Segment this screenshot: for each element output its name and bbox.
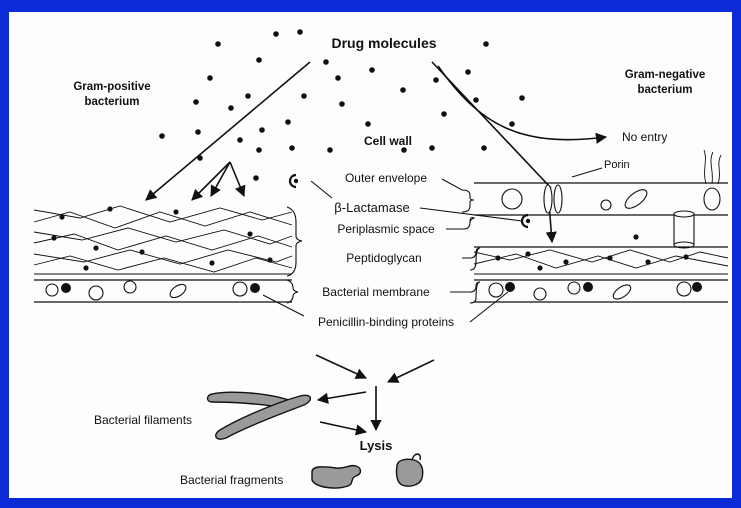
bacterial-filaments-label: Bacterial filaments bbox=[94, 413, 192, 427]
drug-molecule-dot bbox=[365, 121, 371, 127]
gram-positive-label-line1: Gram-positive bbox=[73, 81, 150, 93]
outer-envelope-label: Outer envelope bbox=[345, 171, 427, 185]
drug-molecule-dot bbox=[323, 59, 329, 65]
bacterial-filament-shapes bbox=[208, 392, 311, 439]
drug-molecule-dot bbox=[207, 75, 213, 81]
drug-molecule-dot bbox=[327, 147, 333, 153]
drug-molecule-dot bbox=[400, 87, 406, 93]
drug-molecule-dot bbox=[509, 121, 515, 127]
drug-molecule-dot bbox=[215, 41, 221, 47]
drug-molecule-dot bbox=[369, 67, 375, 73]
drug-molecule-dot bbox=[429, 145, 435, 151]
drug-molecule-dot bbox=[441, 111, 447, 117]
drug-molecule-dot bbox=[159, 133, 165, 139]
drug-molecule-dot bbox=[256, 57, 262, 63]
drug-molecule-dot bbox=[465, 69, 471, 75]
drug-molecule-dot bbox=[339, 101, 345, 107]
drug-molecule-dot bbox=[519, 95, 525, 101]
drug-molecule-dot bbox=[285, 119, 291, 125]
drug-molecule-dot bbox=[228, 105, 234, 111]
lysis-label: Lysis bbox=[360, 438, 393, 453]
periplasmic-space-label: Periplasmic space bbox=[337, 222, 435, 236]
drug-molecule-dot bbox=[401, 147, 407, 153]
gram-positive-label-line2: bacterium bbox=[85, 96, 140, 108]
drug-molecule-dot bbox=[481, 145, 487, 151]
drug-molecule-dot bbox=[273, 31, 279, 37]
drug-molecule-dot bbox=[483, 41, 489, 47]
drug-molecule-dot bbox=[195, 129, 201, 135]
gram-negative-label-line2: bacterium bbox=[638, 84, 693, 96]
drug-molecule-dot bbox=[335, 75, 341, 81]
drug-molecules-label: Drug molecules bbox=[331, 35, 436, 51]
drug-molecule-dot bbox=[301, 93, 307, 99]
drug-molecule-dot bbox=[259, 127, 265, 133]
drug-molecule-dot bbox=[245, 93, 251, 99]
lipopolysaccharide-strands bbox=[704, 150, 721, 184]
drug-molecule-dot bbox=[256, 147, 262, 153]
beta-lactamase-label: β-Lactamase bbox=[334, 200, 409, 215]
penicillin-binding-proteins-label: Penicillin-binding proteins bbox=[318, 315, 454, 329]
gram-positive-wall bbox=[34, 206, 292, 302]
bacterial-fragment-shapes bbox=[312, 454, 423, 488]
drug-molecule-dot bbox=[297, 29, 303, 35]
drug-molecule-dot bbox=[289, 145, 295, 151]
drug-molecule-dot bbox=[193, 99, 199, 105]
no-entry-label: No entry bbox=[622, 130, 667, 144]
drug-molecule-dot bbox=[473, 97, 479, 103]
drug-molecule-dots bbox=[159, 29, 525, 181]
bacterial-membrane-label: Bacterial membrane bbox=[322, 285, 430, 299]
bacterial-fragments-label: Bacterial fragments bbox=[180, 473, 283, 487]
porin-label: Porin bbox=[604, 159, 630, 171]
drug-molecule-dot bbox=[433, 77, 439, 83]
drug-molecule-dot bbox=[253, 175, 259, 181]
gram-negative-wall bbox=[474, 150, 728, 302]
peptidoglycan-label: Peptidoglycan bbox=[346, 251, 421, 265]
drug-molecule-dot bbox=[237, 137, 243, 143]
cell-wall-label: Cell wall bbox=[364, 134, 412, 148]
gram-negative-label-line1: Gram-negative bbox=[625, 69, 706, 81]
outcome-arrows bbox=[316, 355, 434, 432]
